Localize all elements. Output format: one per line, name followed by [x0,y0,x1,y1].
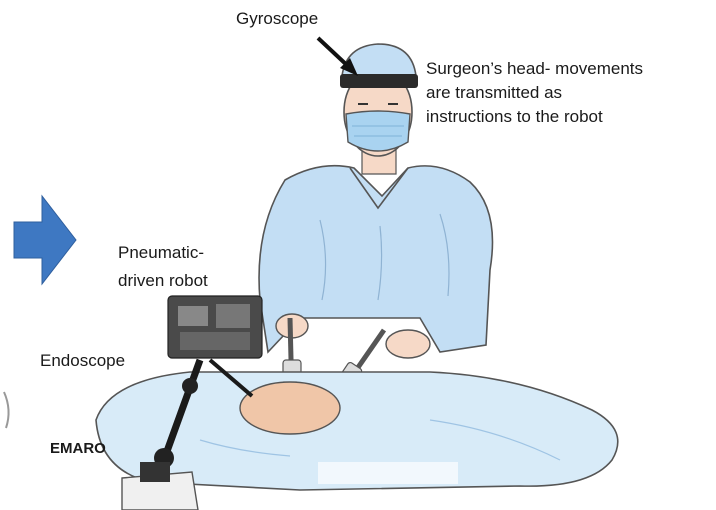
robot-joint [182,378,198,394]
head-movement-note-line2: are transmitted as [426,82,562,104]
endoscope-label: Endoscope [40,350,125,372]
robot-head-detail [216,304,250,328]
robot-base-mount [140,462,170,482]
blue-arrow-icon [14,196,76,284]
gyroscope-band [340,74,418,88]
emaro-label: EMARO [50,438,106,460]
patient-abdomen [240,382,340,434]
robot-label-line2: driven robot [118,270,208,292]
head-movement-note-line1: Surgeon’s head- movements [426,58,643,80]
surgical-mask [346,111,410,151]
drape-highlight [318,462,458,484]
robot-label-line1: Pneumatic- [118,242,204,264]
robot-head-detail [178,306,208,326]
left-edge-fragment [4,392,9,428]
head-movement-note-line3: instructions to the robot [426,106,603,128]
surgeon-right-hand [386,330,430,358]
gyroscope-label: Gyroscope [236,8,318,30]
robot-head-detail [180,332,250,350]
